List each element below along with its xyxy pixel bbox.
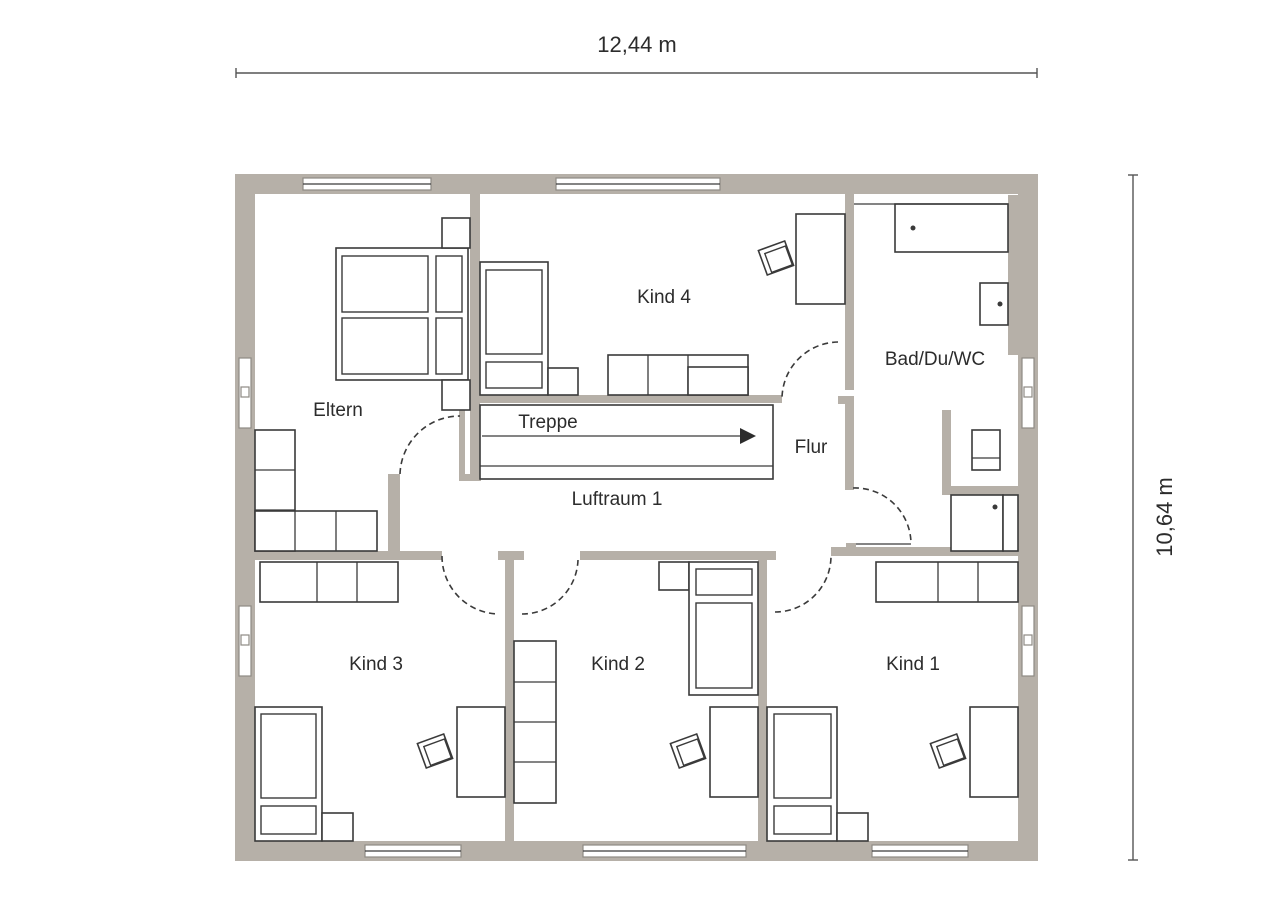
- kind2-furniture: [513, 561, 759, 804]
- windows: [238, 177, 1035, 858]
- kind3-furniture: [254, 561, 506, 842]
- room-label-kind2: Kind 2: [591, 654, 645, 675]
- room-label-kind3: Kind 3: [349, 654, 403, 675]
- room-label-kind4: Kind 4: [637, 287, 691, 308]
- eltern-furniture: [254, 217, 471, 552]
- dimension-width: 12,44 m: [235, 32, 1038, 78]
- room-label-luftraum: Luftraum 1: [572, 489, 663, 510]
- kind4-furniture: [479, 213, 846, 396]
- dimension-height: 10,64 m: [1128, 174, 1177, 861]
- chair-icon: [929, 732, 967, 770]
- stairs: [479, 404, 774, 480]
- chair-icon: [416, 732, 454, 770]
- kind1-furniture: [766, 561, 1019, 842]
- room-label-kind1: Kind 1: [886, 654, 940, 675]
- chair-icon: [757, 239, 795, 277]
- room-labels: Eltern Kind 4 Bad/Du/WC Treppe Flur Luft…: [313, 287, 985, 675]
- chair-icon: [669, 732, 707, 770]
- room-label-eltern: Eltern: [313, 400, 363, 421]
- width-label: 12,44 m: [597, 32, 677, 57]
- arrow-icon: [740, 428, 756, 444]
- bath-fixtures: [854, 203, 1019, 552]
- doors: [399, 341, 912, 615]
- room-label-treppe: Treppe: [518, 412, 578, 433]
- room-label-flur: Flur: [795, 437, 828, 458]
- room-label-bad: Bad/Du/WC: [885, 349, 985, 370]
- interior-walls: [255, 194, 1018, 841]
- height-label: 10,64 m: [1152, 477, 1177, 557]
